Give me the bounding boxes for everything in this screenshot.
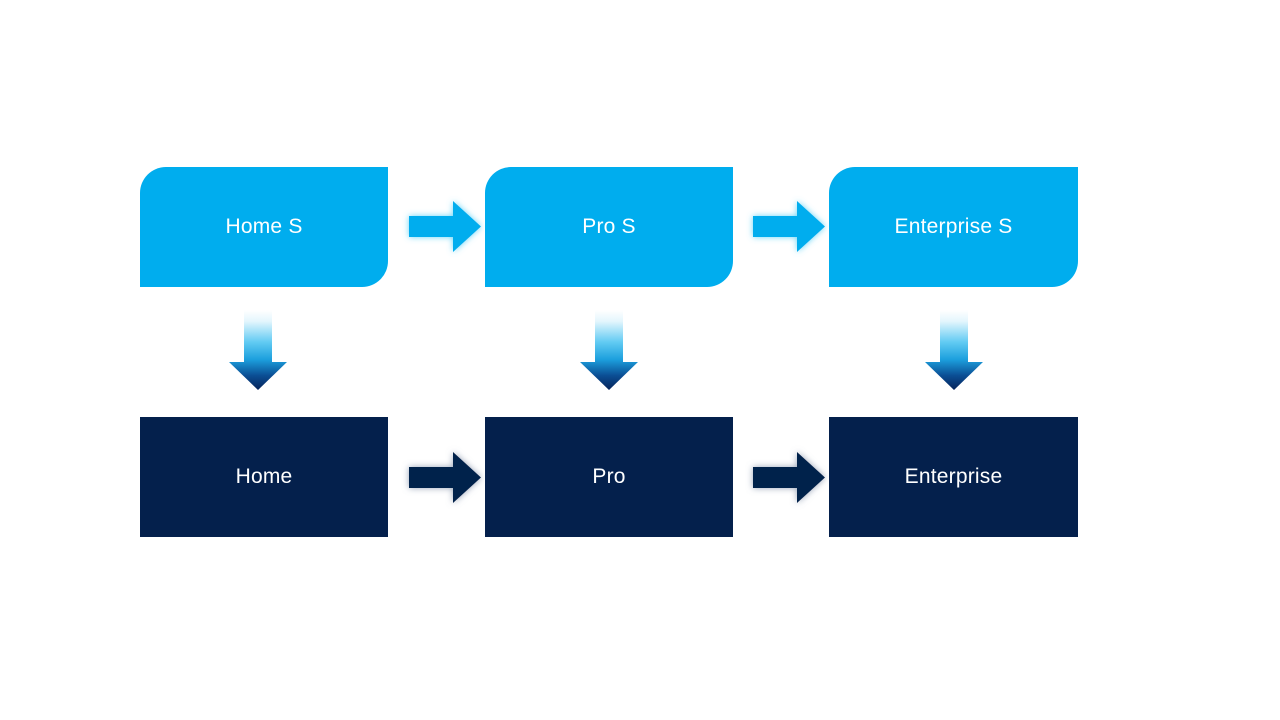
node-label: Enterprise [904,465,1003,489]
node-label: Pro [592,465,626,489]
node-label: Home [235,465,293,489]
arrow-enterprise-s-to-enterprise [925,310,983,390]
arrow-pro-s-to-pro [580,310,638,390]
node-label: Enterprise S [894,215,1013,239]
arrow-home-s-to-pro-s [409,201,481,252]
node-label: Pro S [582,215,636,239]
node-pro-s[interactable]: Pro S [485,167,733,287]
node-label: Home S [225,215,303,239]
node-enterprise-s[interactable]: Enterprise S [829,167,1078,287]
arrow-home-to-pro [409,452,481,503]
node-pro[interactable]: Pro [485,417,733,537]
node-enterprise[interactable]: Enterprise [829,417,1078,537]
arrow-home-s-to-home [229,310,287,390]
arrow-pro-to-enterprise [753,452,825,503]
node-home-s[interactable]: Home S [140,167,388,287]
arrow-pro-s-to-enterprise-s [753,201,825,252]
node-home[interactable]: Home [140,417,388,537]
